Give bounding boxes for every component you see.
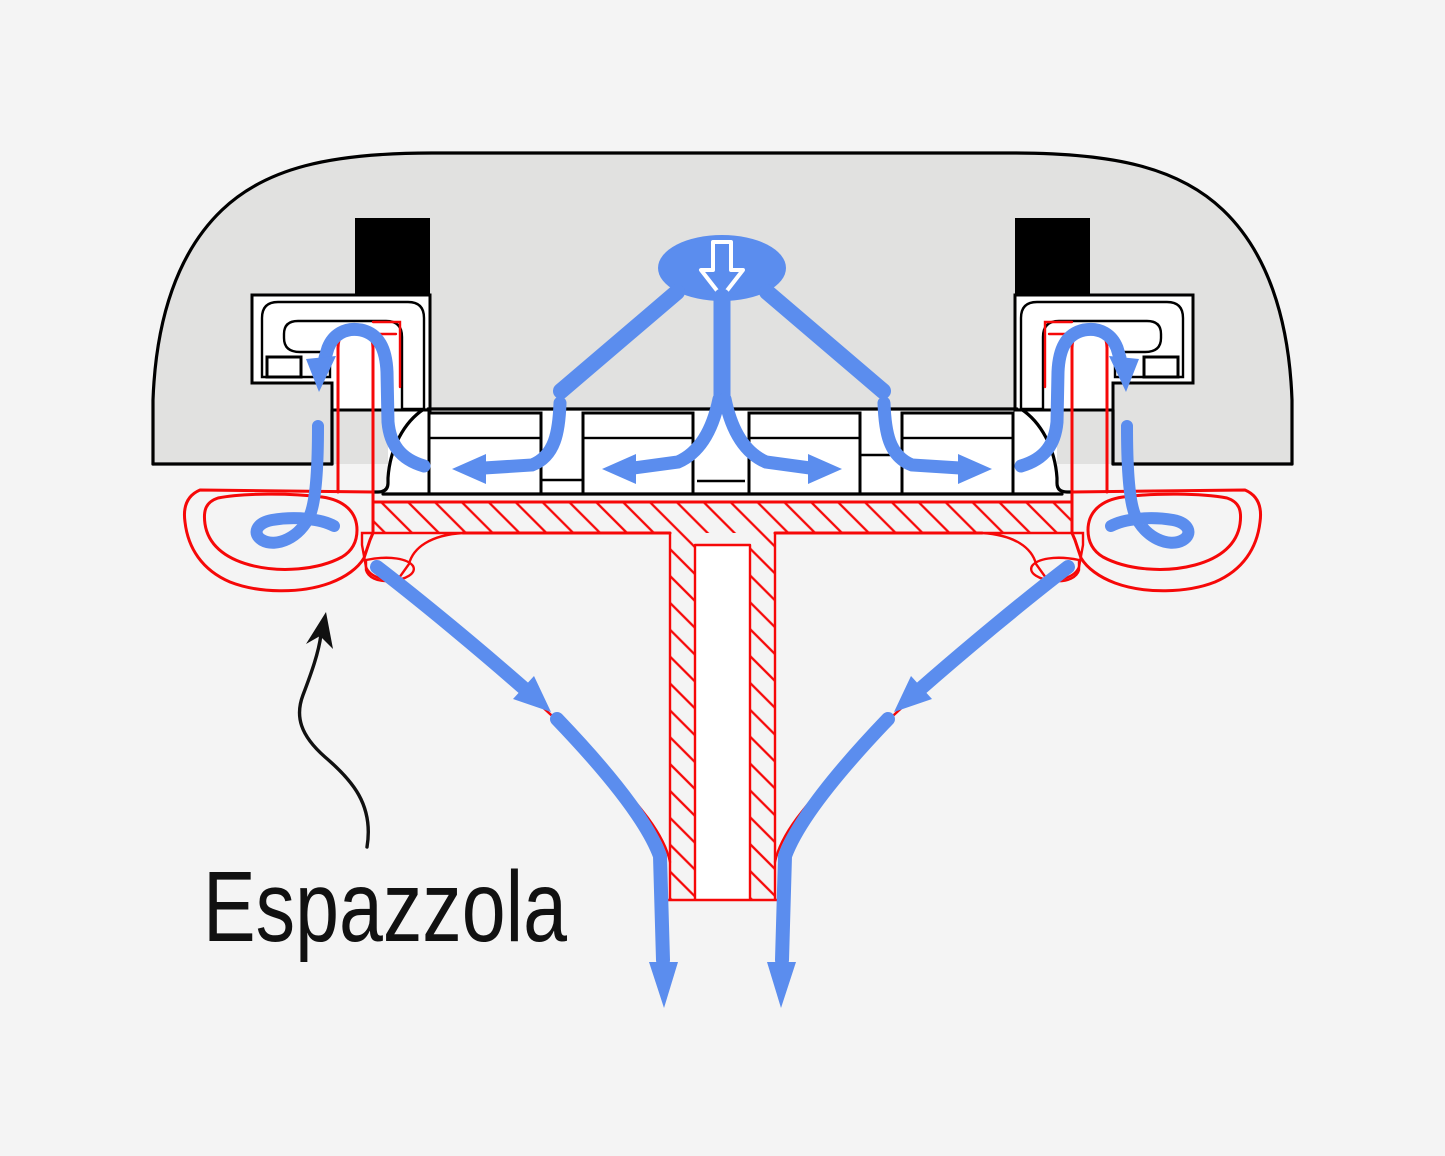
shell-outline [151, 151, 1294, 466]
right-chamber-wall [1019, 407, 1073, 494]
right-clip-notch [1142, 355, 1180, 379]
gasket-plate [373, 502, 1072, 533]
right-retainer-clip [1019, 300, 1185, 411]
central-tube [666, 531, 779, 902]
flow-arrowhead-icon [958, 454, 992, 484]
left-chamber-wall [372, 407, 426, 494]
flow-arrowhead-icon [894, 676, 932, 712]
flow-arrowhead-icon [513, 676, 551, 712]
left-tongue [364, 556, 415, 583]
left-upflow-stream [318, 322, 431, 473]
hook-stream-1 [477, 396, 567, 475]
nozzle-plate-row [372, 407, 1073, 496]
box4-hatch [900, 411, 1015, 440]
feed-stream-right [759, 284, 891, 399]
flow-arrowhead-icon [767, 962, 796, 1008]
tube-right-wall [750, 533, 775, 900]
water-flow-path [250, 235, 1195, 1008]
box4-body [900, 411, 1015, 496]
left-outlet-stream-a [370, 560, 534, 698]
tube-bore [695, 545, 750, 900]
box2-hatch [581, 411, 695, 440]
curved-pointer-arrow-icon [297, 632, 370, 849]
annotation: Espazzola [203, 612, 567, 963]
left-mounting-block [355, 218, 430, 295]
left-clip-notch [265, 355, 303, 379]
nozzle-box-4 [900, 411, 1015, 496]
right-tongue [1030, 556, 1081, 583]
pointer-arrowhead-icon [306, 612, 333, 649]
nozzle-box-2 [581, 411, 695, 496]
right-underplate-wedge [981, 531, 1085, 581]
hook-stream-2 [627, 392, 726, 475]
right-mounting-block [1015, 218, 1090, 295]
flow-arrowhead-icon [306, 356, 336, 392]
box1-hatch [427, 411, 543, 440]
box3-body [747, 411, 862, 496]
left-underplate-wedge [360, 531, 464, 581]
hook-stream-4 [877, 396, 967, 475]
box2-body [581, 411, 695, 496]
right-outlet-stream-a [911, 560, 1075, 698]
espazzola-label: Espazzola [203, 851, 567, 963]
flow-arrowhead-icon [808, 454, 842, 484]
left-clip-hatched-body [260, 300, 426, 411]
right-clip-hatched-body [1019, 300, 1185, 411]
flow-arrowhead-icon [1109, 356, 1139, 392]
box3-hatch [747, 411, 862, 440]
tube-left-wall [670, 533, 695, 900]
right-cup-loop-stream [1105, 420, 1195, 549]
left-cup-loop-stream [250, 420, 340, 549]
tube-edges [666, 531, 779, 902]
flow-arrowhead-icon [649, 962, 678, 1008]
down-arrow-icon [699, 240, 745, 299]
hook-stream-3 [718, 392, 817, 475]
left-retainer-clip [260, 300, 426, 411]
feed-stream-left [553, 284, 685, 399]
left-outlet-stream-b [550, 712, 670, 967]
flow-arrowhead-icon [452, 454, 486, 484]
nozzle-box-3 [747, 411, 862, 496]
flow-arrowhead-icon [602, 454, 636, 484]
right-upflow-stream [1014, 322, 1127, 473]
right-outlet-stream-b [775, 712, 895, 967]
